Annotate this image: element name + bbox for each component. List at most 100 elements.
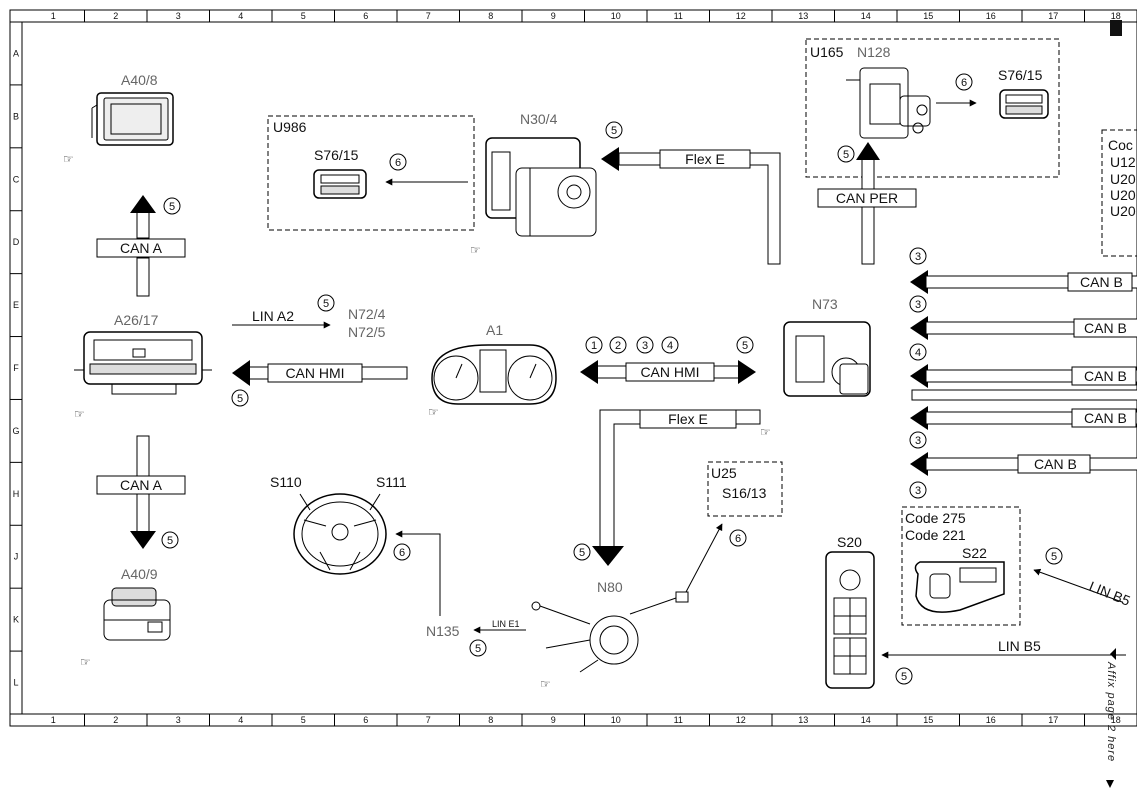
label-n128: N128 bbox=[857, 44, 891, 60]
grid-col-label: 11 bbox=[674, 715, 683, 725]
n128-unit bbox=[846, 67, 931, 139]
marker-triangle-bottom bbox=[1106, 780, 1114, 788]
circle-num: 3 bbox=[915, 251, 921, 263]
can-per-bus: CAN PER 5 bbox=[817, 142, 917, 265]
circle-num: 5 bbox=[579, 547, 585, 559]
label-n72-5: N72/5 bbox=[348, 324, 386, 340]
grid-col-label: 11 bbox=[674, 11, 683, 21]
label-a26-17: A26/17 bbox=[114, 312, 159, 328]
hand-icon: ☞ bbox=[760, 425, 771, 439]
u25-box bbox=[707, 461, 783, 517]
right-text-1: Coc bbox=[1108, 137, 1133, 153]
grid-col-label: 14 bbox=[861, 11, 871, 21]
bus-label-flex-e-top: Flex E bbox=[685, 151, 725, 167]
grid-col-label: 12 bbox=[736, 11, 746, 21]
label-s76-15-right: S76/15 bbox=[998, 67, 1043, 83]
grid-labels: 1122334455667788991010111112121313141415… bbox=[12, 11, 1120, 725]
grid-col-label: 15 bbox=[923, 715, 933, 725]
hand-icon: ☞ bbox=[540, 677, 551, 691]
n30-4-unit bbox=[485, 137, 597, 237]
can-hmi-mid-bus: CAN HMI 1 2 3 4 5 bbox=[580, 336, 756, 384]
bus-label-lin-a2: LIN A2 bbox=[252, 308, 294, 324]
circle-num: 3 bbox=[915, 485, 921, 497]
bus-label-can-hmi-left: CAN HMI bbox=[285, 365, 344, 381]
circle-num: 6 bbox=[399, 547, 405, 559]
grid-col-label: 3 bbox=[176, 11, 181, 21]
s20-switch bbox=[825, 551, 875, 689]
s22-switch bbox=[914, 561, 1005, 613]
grid-col-label: 9 bbox=[551, 11, 556, 21]
a1-cluster bbox=[431, 344, 557, 405]
right-text-3: U20 bbox=[1110, 171, 1136, 187]
grid-col-label: 8 bbox=[488, 11, 493, 21]
code-box bbox=[901, 506, 1021, 626]
right-text-2: U12 bbox=[1110, 154, 1136, 170]
grid-col-label: 5 bbox=[301, 715, 306, 725]
lin-a2-bus: LIN A2 5 N72/4 N72/5 bbox=[232, 294, 386, 340]
circle-num: 5 bbox=[901, 671, 907, 683]
label-u165: U165 bbox=[810, 44, 844, 60]
grid-row-label: F bbox=[13, 363, 19, 373]
frame bbox=[9, 9, 1137, 727]
grid-col-label: 4 bbox=[238, 11, 243, 21]
grid-col-label: 1 bbox=[51, 11, 56, 21]
grid-col-label: 15 bbox=[923, 11, 933, 21]
circle-num: 5 bbox=[475, 643, 481, 655]
circle-num: 5 bbox=[167, 535, 173, 547]
hand-icon: ☞ bbox=[470, 243, 481, 257]
grid-col-label: 16 bbox=[986, 11, 996, 21]
grid-col-label: 4 bbox=[238, 715, 243, 725]
bus-label-lin-b5-diag: LIN B5 bbox=[1087, 578, 1133, 609]
a40-9-unit bbox=[103, 587, 171, 641]
hand-icon: ☞ bbox=[80, 655, 91, 669]
bus-label-flex-e-mid: Flex E bbox=[668, 411, 708, 427]
corner-icon bbox=[1110, 20, 1122, 36]
grid-col-label: 10 bbox=[611, 11, 621, 21]
label-u986: U986 bbox=[273, 119, 307, 135]
bus-label-lin-b5: LIN B5 bbox=[998, 638, 1041, 654]
circle-num: 3 bbox=[915, 435, 921, 447]
label-u25: U25 bbox=[711, 465, 737, 481]
circle-num: 5 bbox=[1051, 551, 1057, 563]
label-s110: S110 bbox=[270, 474, 302, 490]
circle-num: 3 bbox=[915, 299, 921, 311]
grid-row-label: D bbox=[13, 237, 20, 247]
label-n73: N73 bbox=[812, 296, 838, 312]
bus-label-can-per: CAN PER bbox=[836, 190, 898, 206]
can-a-bottom-bus: CAN A 5 bbox=[96, 435, 186, 549]
grid-row-label: A bbox=[13, 48, 19, 58]
marker-triangle-top bbox=[1110, 648, 1116, 660]
hand-icon: ☞ bbox=[63, 152, 74, 166]
bus-label-can-b-2: CAN B bbox=[1084, 320, 1127, 336]
can-b-buses: CAN B 3 CAN B 3 CAN B 4 CAN B 3 bbox=[909, 247, 1137, 499]
circle-num: 4 bbox=[915, 347, 921, 359]
label-s16-13: S16/13 bbox=[722, 485, 767, 501]
grid-col-label: 1 bbox=[51, 715, 56, 725]
circle-num: 5 bbox=[169, 201, 175, 213]
a26-17-unit bbox=[74, 331, 212, 395]
hand-icon: ☞ bbox=[74, 407, 85, 421]
label-code275: Code 275 bbox=[905, 510, 966, 526]
circle-num: 5 bbox=[323, 298, 329, 310]
a40-8-display bbox=[91, 92, 174, 146]
circle-num: 3 bbox=[642, 340, 648, 352]
label-n30-4: N30/4 bbox=[520, 111, 558, 127]
flex-e-mid-bus: Flex E 5 bbox=[573, 409, 761, 566]
circle-num: 4 bbox=[667, 340, 673, 352]
grid-row-label: K bbox=[13, 615, 19, 625]
label-n80: N80 bbox=[597, 579, 623, 595]
circle-num: 2 bbox=[615, 340, 621, 352]
side-note: Affix page 2 here bbox=[1105, 661, 1117, 762]
grid-col-label: 18 bbox=[1111, 11, 1121, 21]
can-a-top-bus: CAN A 5 bbox=[96, 195, 186, 297]
label-code221: Code 221 bbox=[905, 527, 966, 543]
circle-num: 6 bbox=[395, 157, 401, 169]
circle-num: 5 bbox=[742, 340, 748, 352]
s76-15-switch bbox=[313, 169, 367, 199]
grid-col-label: 9 bbox=[551, 715, 556, 725]
grid-col-label: 13 bbox=[798, 11, 808, 21]
n73-unit bbox=[783, 321, 871, 397]
grid-row-label: C bbox=[13, 174, 20, 184]
arrow-to-wheel bbox=[395, 530, 441, 616]
right-text-5: U20 bbox=[1110, 203, 1136, 219]
